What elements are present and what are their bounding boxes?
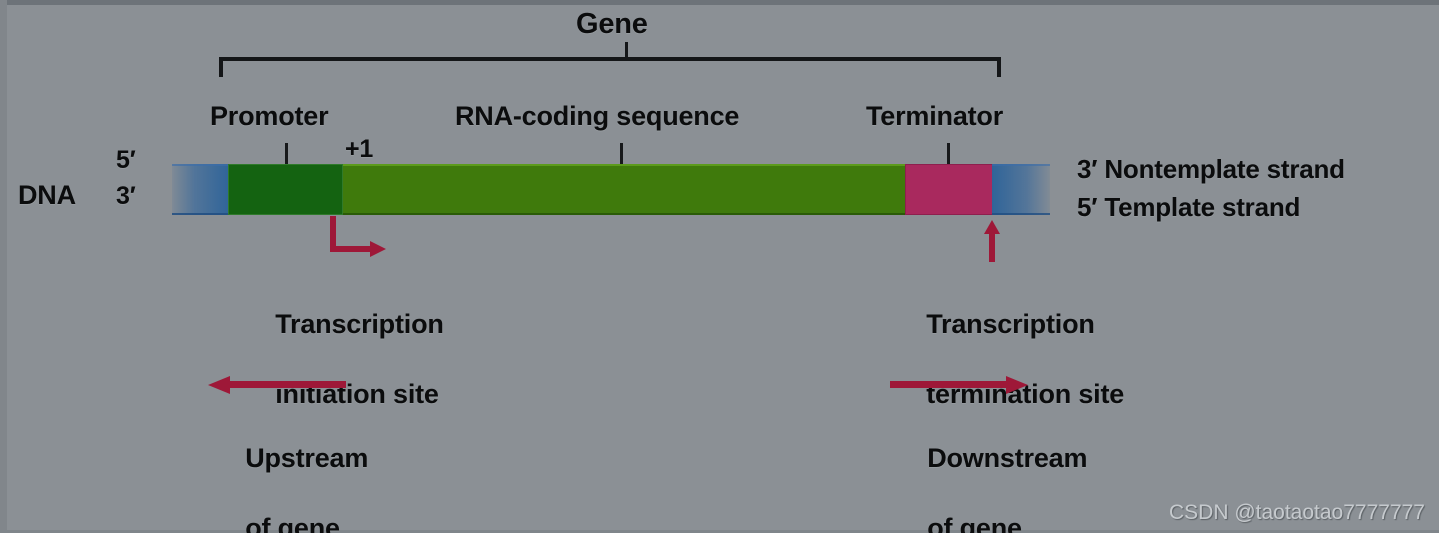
frame-edge-top [0, 0, 1439, 5]
term-arrow-stem [989, 230, 995, 262]
transcription-termination-arrow-icon [983, 220, 1003, 262]
downstream-arrow-head [1006, 376, 1028, 394]
init-arrow-head [370, 241, 386, 257]
downstream-caption-line2: of gene [927, 513, 1022, 533]
term-arrow-head [984, 220, 1000, 234]
upstream-dna-segment [172, 164, 230, 215]
gene-bracket-stem [625, 42, 628, 59]
promoter-leader-line [285, 143, 288, 183]
gene-bracket-left-tick [219, 57, 223, 77]
gene-title: Gene [576, 8, 648, 40]
transcription-initiation-caption: Transcription initiation site [246, 272, 444, 447]
downstream-caption: Downstream of gene [898, 406, 1087, 533]
gene-bracket [219, 57, 1001, 77]
downstream-dna-segment [992, 164, 1050, 215]
rna-leader-line [620, 143, 623, 183]
template-strand-label: 5′ Template strand [1077, 192, 1301, 222]
dna-label: DNA [18, 180, 76, 210]
upstream-caption-line2: of gene [245, 513, 340, 533]
watermark: CSDN @taotaotao7777777 [1169, 501, 1425, 524]
downstream-caption-line1: Downstream [927, 443, 1088, 473]
rna-coding-segment [343, 164, 905, 215]
promoter-label: Promoter [210, 101, 329, 131]
upstream-caption: Upstream of gene [216, 406, 368, 533]
rna-coding-sequence-label: RNA-coding sequence [455, 101, 740, 131]
three-prime-left-label: 3′ [116, 182, 136, 210]
gene-bracket-bar [219, 57, 1001, 61]
plus-one-label: +1 [345, 135, 374, 163]
term-caption-line1: Transcription [926, 309, 1095, 339]
promoter-segment [228, 164, 343, 215]
init-arrow-shaft [330, 246, 372, 252]
init-arrow-stem [330, 216, 336, 252]
terminator-segment [905, 164, 993, 215]
five-prime-left-label: 5′ [116, 146, 136, 174]
transcription-termination-caption: Transcription termination site [897, 272, 1124, 447]
downstream-arrow-shaft [890, 381, 1010, 388]
init-caption-line1: Transcription [275, 309, 444, 339]
dna-strand-bar [172, 164, 1050, 215]
upstream-arrow-head [208, 376, 230, 394]
nontemplate-strand-label: 3′ Nontemplate strand [1077, 154, 1345, 184]
terminator-label: Terminator [866, 101, 1004, 131]
upstream-arrow-shaft [226, 381, 346, 388]
upstream-arrow-icon [208, 376, 346, 394]
upstream-caption-line1: Upstream [245, 443, 369, 473]
downstream-arrow-icon [890, 376, 1028, 394]
gene-bracket-right-tick [997, 57, 1001, 77]
frame-edge-bottom [0, 530, 1439, 533]
frame-edge-left [0, 0, 7, 533]
transcription-initiation-arrow-icon [330, 216, 392, 260]
